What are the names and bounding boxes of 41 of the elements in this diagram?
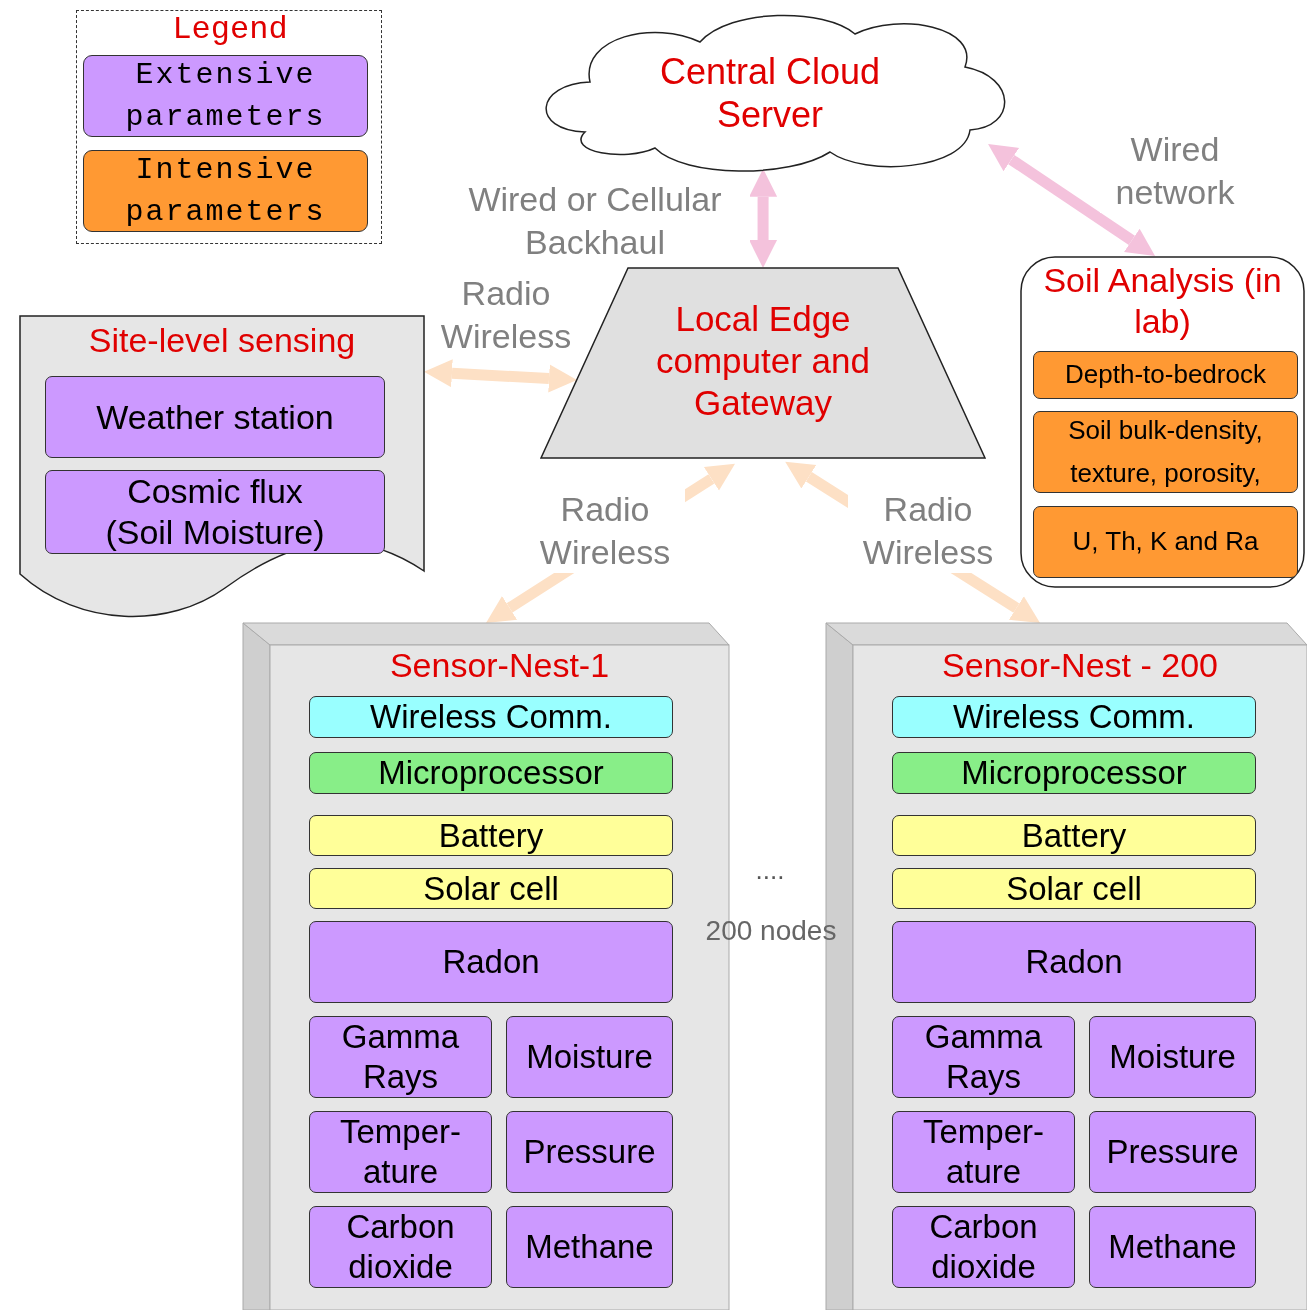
ellipsis-text: .... (754, 855, 786, 886)
parameter-box: Depth-to-bedrock (1033, 351, 1298, 399)
parameter-box: Solar cell (309, 868, 673, 909)
parameter-box: Pressure (1089, 1111, 1256, 1193)
parameter-box: Soil bulk-density, texture, porosity, (1033, 411, 1298, 493)
heading-text: Sensor-Nest-1 (388, 645, 611, 686)
parameter-box: Weather station (45, 376, 385, 458)
parameter-box: Pressure (506, 1111, 673, 1193)
legend-text: Extensive parameters (124, 57, 327, 136)
parameter-box: Battery (892, 815, 1256, 856)
double-arrow (749, 168, 778, 268)
parameter-box: Carbon dioxide (892, 1206, 1075, 1288)
parameter-box: Temper- ature (309, 1111, 492, 1193)
parameter-box: Cosmic flux (Soil Moisture) (45, 470, 385, 554)
node-count-text: 200 nodes (704, 915, 838, 947)
parameter-box: Wireless Comm. (892, 696, 1256, 738)
parameter-box: Microprocessor (309, 752, 673, 794)
heading-text: Soil Analysis (in lab) (1042, 260, 1283, 342)
parameter-box: Moisture (506, 1016, 673, 1098)
heading-text: Local Edge computer and Gateway (655, 298, 871, 424)
heading-text: Central Cloud Server (658, 50, 882, 137)
parameter-box: Gamma Rays (309, 1016, 492, 1098)
parameter-box: Solar cell (892, 868, 1256, 909)
heading-text: Site-level sensing (87, 320, 357, 361)
parameter-box: U, Th, K and Ra (1033, 506, 1298, 578)
parameter-box: Moisture (1089, 1016, 1256, 1098)
legend-title: Legend (171, 11, 289, 48)
parameter-box: Radon (892, 921, 1256, 1003)
legend-text: Intensive parameters (124, 152, 327, 231)
parameter-box: Methane (1089, 1206, 1256, 1288)
heading-text: Sensor-Nest - 200 (941, 645, 1219, 686)
parameter-box: Methane (506, 1206, 673, 1288)
parameter-box: Temper- ature (892, 1111, 1075, 1193)
double-arrow (988, 144, 1156, 256)
parameter-box: Microprocessor (892, 752, 1256, 794)
parameter-box: Carbon dioxide (309, 1206, 492, 1288)
parameter-box: Radon (309, 921, 673, 1003)
double-arrow (424, 359, 577, 393)
parameter-box: Gamma Rays (892, 1016, 1075, 1098)
parameter-box: Wireless Comm. (309, 696, 673, 738)
parameter-box: Battery (309, 815, 673, 856)
